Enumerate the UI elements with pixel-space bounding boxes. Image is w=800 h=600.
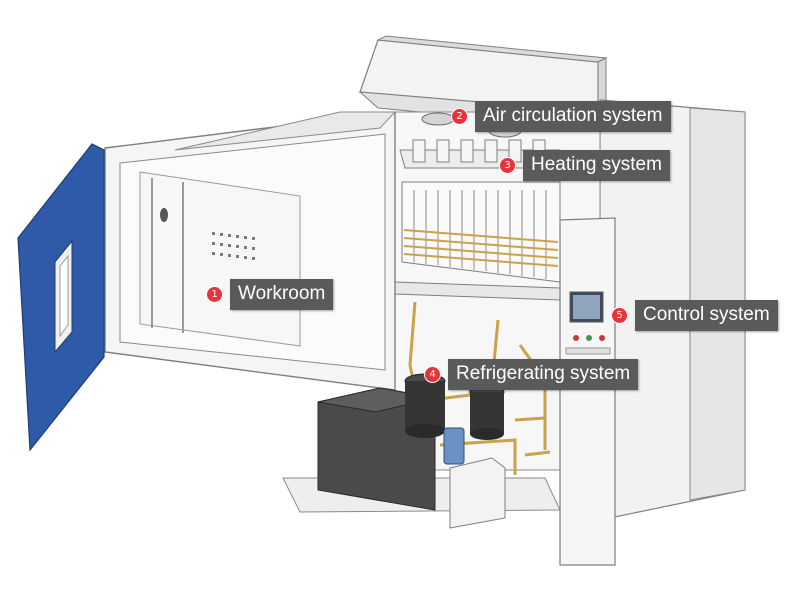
callout-label: Heating system (523, 150, 670, 181)
callout-label: Refrigerating system (448, 359, 639, 390)
callout-heating: 3 Heating system (500, 150, 670, 181)
callout-number-badge: 4 (425, 367, 440, 382)
refrigeration-unit (317, 301, 551, 529)
callout-control: 5 Control system (612, 300, 778, 331)
callout-air-circulation: 2 Air circulation system (452, 101, 671, 132)
callout-workroom: 1 Workroom (207, 279, 334, 310)
callout-label: Control system (635, 300, 778, 331)
callout-label: Air circulation system (475, 101, 671, 132)
control-panel (559, 217, 616, 566)
evaporator-block (394, 181, 561, 301)
callout-number-badge: 5 (612, 308, 627, 323)
callout-label: Workroom (230, 279, 334, 310)
workroom-interior (139, 171, 301, 347)
callout-number-badge: 3 (500, 158, 515, 173)
callout-number-badge: 1 (207, 287, 222, 302)
front-shell (104, 111, 397, 391)
callout-number-badge: 2 (452, 109, 467, 124)
blue-door (17, 143, 105, 452)
callout-refrigerating: 4 Refrigerating system (425, 359, 639, 390)
